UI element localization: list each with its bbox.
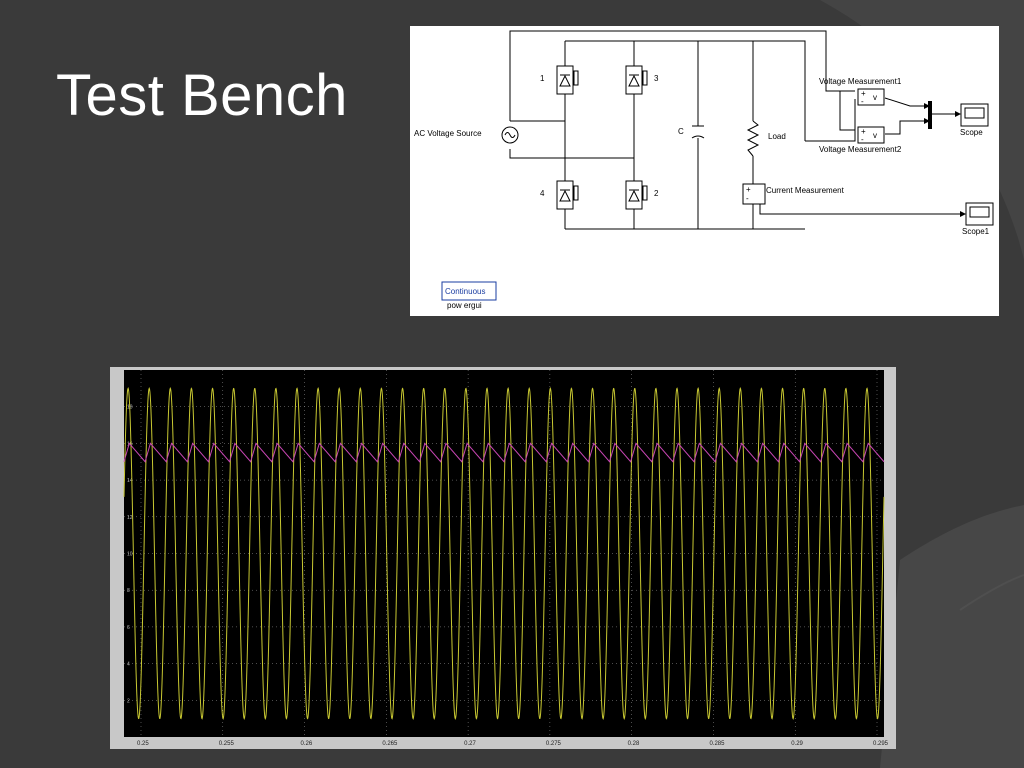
vm1-v: v: [873, 93, 877, 102]
thyristor-4-label: 4: [540, 189, 545, 198]
x-tick-label: 0.29: [791, 741, 803, 747]
powergui-label: pow ergui: [447, 301, 482, 310]
powergui-mode: Continuous: [445, 287, 485, 296]
scope1-label: Scope1: [962, 227, 990, 236]
x-tick-label: 0.275: [546, 741, 562, 747]
vm2-v: v: [873, 131, 877, 140]
voltage-measurement1-block: [857, 88, 885, 106]
vm2-minus: -: [861, 135, 864, 144]
x-tick-label: 0.25: [137, 741, 149, 747]
load-resistor-icon: [746, 120, 760, 157]
x-tick-label: 0.285: [709, 741, 725, 747]
slide-title: Test Bench: [56, 63, 348, 128]
x-tick-label: 0.255: [219, 741, 235, 747]
vm2-label: Voltage Measurement2: [819, 145, 902, 154]
y-tick-label: 10: [127, 552, 133, 558]
cm-plus: +: [746, 185, 751, 194]
ac-source-icon: [501, 126, 519, 144]
vm2-plus: +: [861, 127, 866, 136]
current-measurement-block: [742, 183, 766, 205]
thyristor-2: [625, 180, 648, 210]
capacitor-icon: [691, 125, 705, 139]
load-label: Load: [768, 132, 786, 141]
cm-minus: -: [746, 194, 749, 203]
y-tick-label: 6: [127, 625, 130, 631]
scope-label: Scope: [960, 128, 983, 137]
scope-icon: [960, 103, 989, 127]
series-magenta-trace: [123, 442, 885, 463]
vm1-minus: -: [861, 97, 864, 106]
x-tick-label: 0.28: [628, 741, 640, 747]
scope1-icon: [965, 202, 994, 226]
x-tick-label: 0.27: [464, 741, 476, 747]
current-measurement-label: Current Measurement: [766, 186, 845, 195]
thyristor-3: [625, 65, 648, 95]
y-tick-label: 14: [127, 478, 133, 484]
vm1-plus: +: [861, 89, 866, 98]
y-tick-label: 8: [127, 588, 130, 594]
thyristor-1-label: 1: [540, 74, 545, 83]
x-tick-label: 0.295: [873, 741, 889, 747]
series-yellow-trace: [123, 386, 885, 721]
capacitor-label: C: [678, 127, 684, 136]
thyristor-4: [556, 180, 579, 210]
voltage-measurement2-block: [857, 126, 885, 144]
y-tick-label: 2: [127, 698, 130, 704]
y-tick-label: 4: [127, 662, 130, 668]
powergui-block[interactable]: [441, 281, 497, 301]
vm1-label: Voltage Measurement1: [819, 77, 902, 86]
x-tick-label: 0.26: [301, 741, 313, 747]
circuit-diagram: 1 3 4 2 AC Voltage Source C Load + - Cur…: [410, 26, 999, 316]
thyristor-2-label: 2: [654, 189, 659, 198]
x-tick-label: 0.265: [382, 741, 398, 747]
thyristor-3-label: 3: [654, 74, 659, 83]
y-tick-label: 12: [127, 515, 133, 521]
thyristor-1: [556, 65, 579, 95]
ac-source-label: AC Voltage Source: [414, 129, 482, 138]
